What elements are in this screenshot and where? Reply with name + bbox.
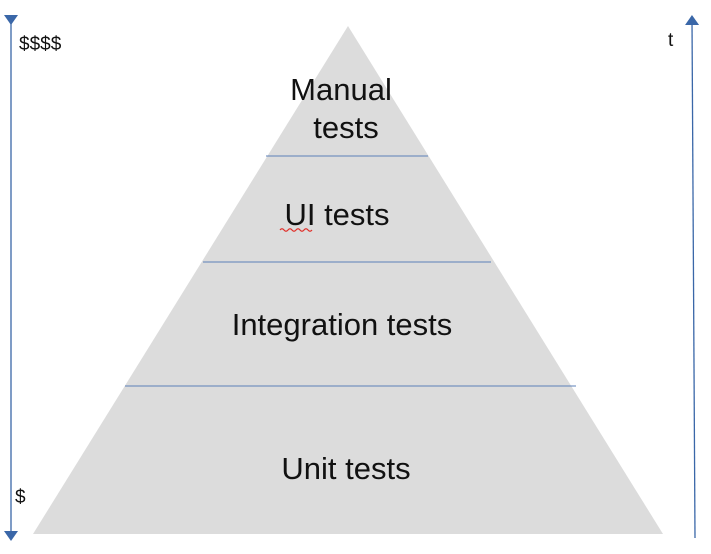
- tier-ui-label: UI tests: [284, 197, 389, 232]
- tier-integration-label: Integration tests: [232, 307, 453, 342]
- tier-manual-line-2: tests: [313, 110, 378, 145]
- time-axis-arrow: [685, 15, 700, 539]
- time-axis-label: t: [668, 30, 674, 51]
- pyramid-shape: [33, 26, 663, 534]
- cost-axis-bottom-label: $: [15, 487, 26, 508]
- cost-axis-top-label: $$$$: [19, 34, 62, 55]
- tier-manual-line-1: Manual: [290, 72, 392, 107]
- tier-unit-label: Unit tests: [281, 451, 410, 486]
- spellcheck-underline-icon: [279, 228, 313, 232]
